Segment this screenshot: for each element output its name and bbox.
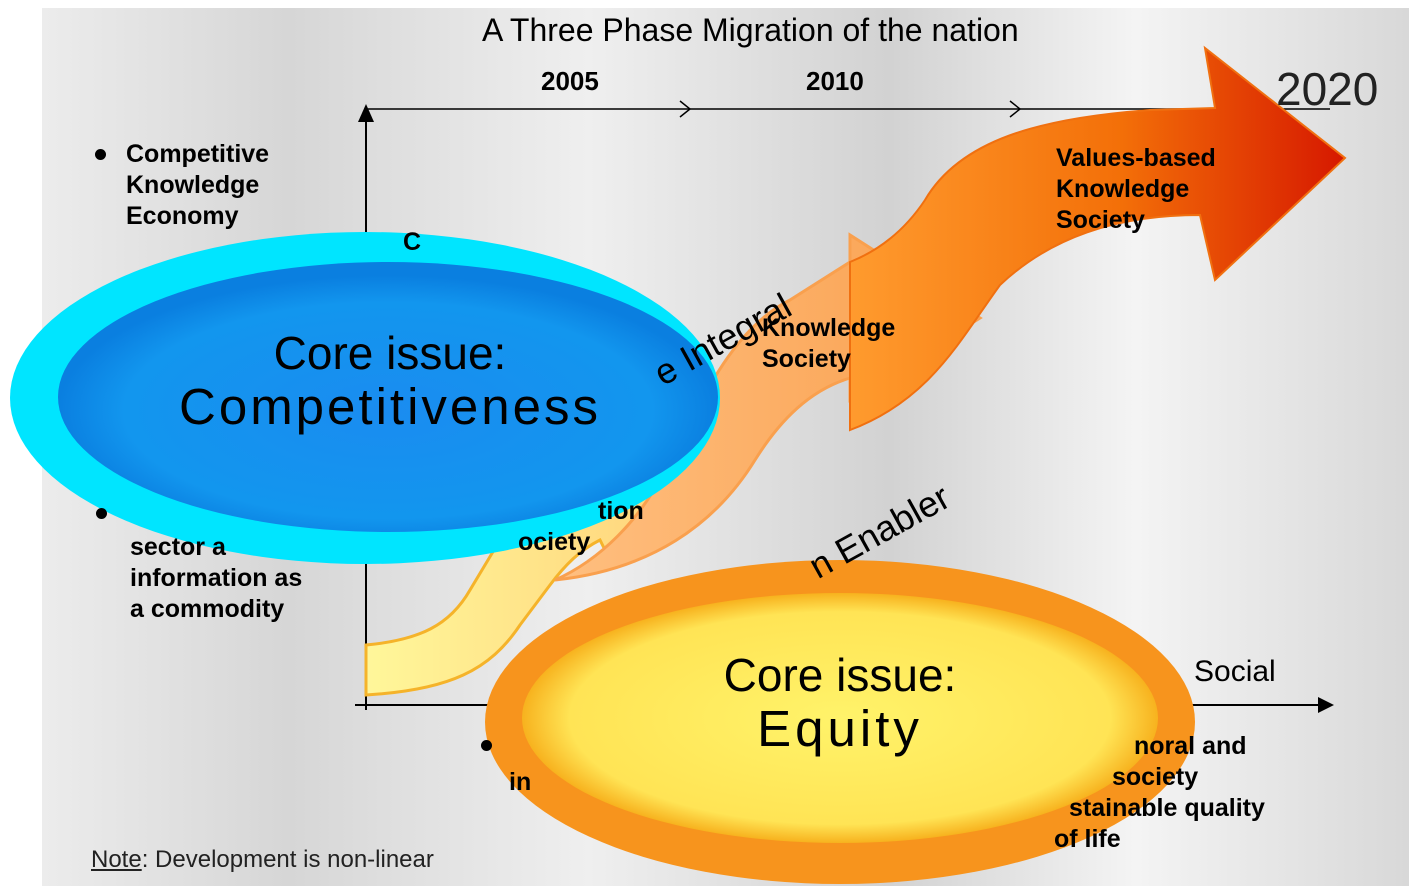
bullet-icon	[481, 740, 492, 751]
competitiveness-core-issue: Core issue: Competitiveness	[179, 327, 601, 435]
stage2-label: Knowledge Society	[762, 314, 896, 373]
bullet-icon	[96, 508, 107, 519]
diagram-title: A Three Phase Migration of the nation	[482, 12, 1019, 48]
x-axis-arrowhead	[1318, 697, 1334, 713]
year-2020-label: 2020	[1276, 63, 1379, 115]
social-axis-label: Social	[1194, 655, 1276, 688]
competitiveness-oval-inner	[58, 262, 718, 532]
note-text: Note: Development is non-linear	[91, 846, 434, 873]
partial-in-text: in	[509, 768, 532, 796]
stage1-label: tion ociety	[518, 497, 644, 556]
y-axis-arrowhead	[358, 104, 374, 122]
bottom-right-item: noral and society stainable quality of l…	[1054, 732, 1265, 853]
left-item-bottom: sector a information as a commodity	[130, 533, 303, 623]
equity-core-issue: Core issue: Equity	[723, 649, 957, 757]
year-2010-label: 2010	[806, 66, 864, 96]
left-item-top: Competitive Knowledge Economy	[126, 140, 270, 230]
partial-char: C	[403, 228, 422, 256]
stage3-arrow	[849, 45, 1347, 432]
bullet-icon	[95, 149, 106, 160]
equity-oval-inner	[522, 593, 1158, 843]
stage3-label: Values-based Knowledge Society	[1056, 144, 1216, 234]
year-2005-label: 2005	[541, 66, 599, 96]
